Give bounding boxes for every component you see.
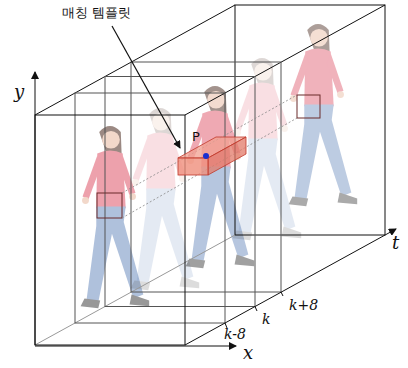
point-label: P: [192, 130, 200, 145]
volume-edge: [185, 5, 385, 115]
leader-arrow: [112, 26, 180, 148]
template-face: [208, 137, 246, 175]
t-axis: [185, 229, 396, 345]
volume-edge: [35, 235, 235, 345]
x-axis: [35, 346, 236, 347]
point-p: [203, 153, 209, 159]
template-face: [178, 158, 208, 175]
frame-index-label: k-8: [224, 326, 246, 342]
axis-label: t: [392, 233, 399, 254]
volume-edges: [35, 5, 385, 345]
patch-square: [97, 193, 122, 218]
template-label: 매칭 템플릿: [62, 6, 131, 21]
frame-k-plus-8: [131, 62, 281, 292]
volume-edge: [35, 5, 235, 115]
frame-index-label: k: [262, 311, 270, 327]
walking-figure: [289, 24, 358, 206]
time-ticks: [225, 292, 283, 328]
front-frame: [35, 115, 185, 345]
frame-k: [105, 77, 255, 307]
back-frame: [235, 5, 385, 235]
dotted-line: [122, 118, 297, 218]
tick: [255, 307, 257, 312]
correspondence-lines: [122, 95, 297, 218]
frame-index-label: k+8: [289, 297, 318, 313]
axis-label: y: [14, 82, 24, 103]
patch-square: [297, 95, 320, 118]
y-axis: [35, 72, 36, 345]
frame-k-minus-8: [75, 93, 225, 323]
dotted-line: [122, 95, 297, 193]
tick: [281, 292, 283, 296]
matching-template: [178, 137, 246, 175]
axis-label: x: [243, 343, 253, 364]
